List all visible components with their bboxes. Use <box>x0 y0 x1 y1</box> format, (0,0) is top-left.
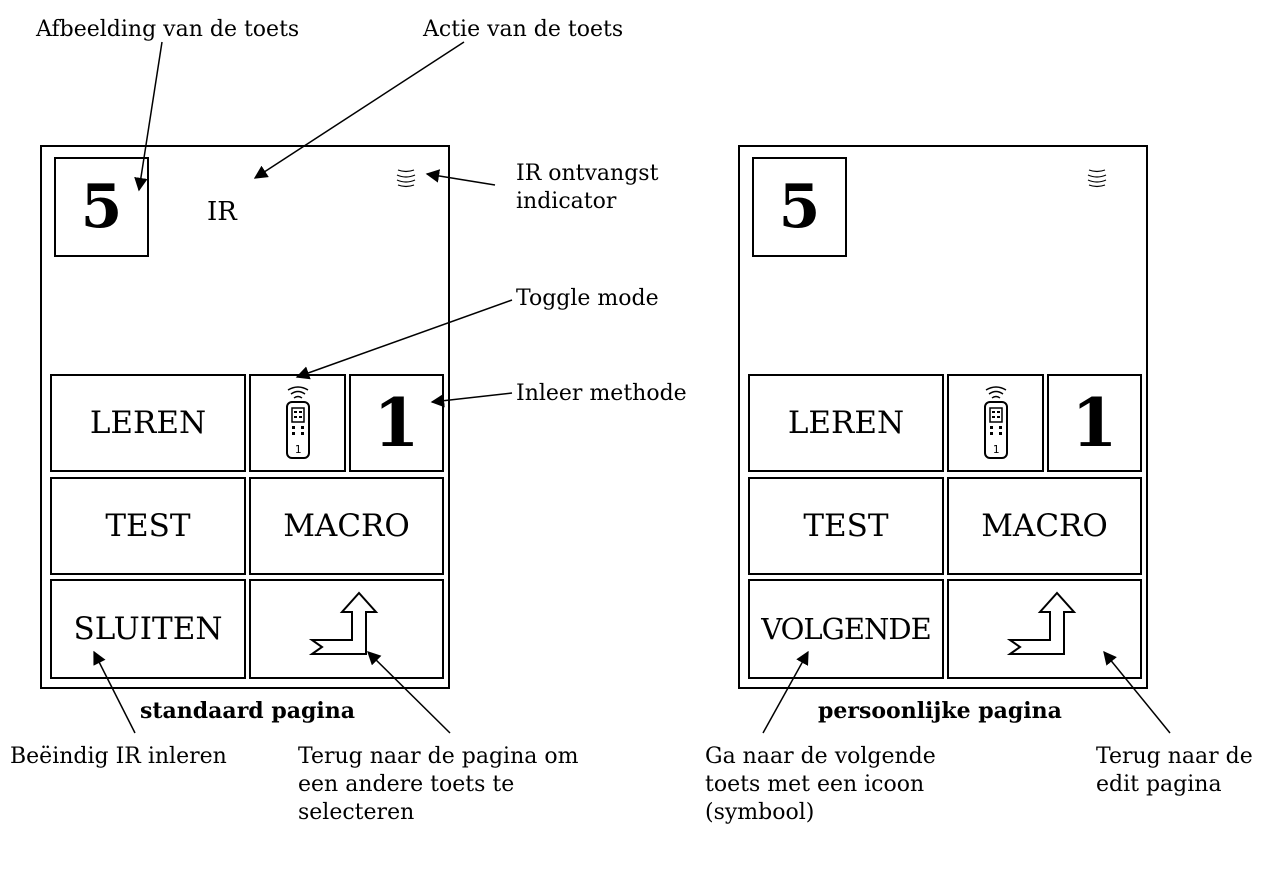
annotation-key-image: Afbeelding van de toets <box>36 17 300 42</box>
key-action-label: IR <box>207 197 237 227</box>
annotation-next-key: Ga naar de volgende toets met een icoon … <box>705 744 936 825</box>
annotation-learn-method: Inleer methode <box>516 381 687 406</box>
remote-control-icon: 1 <box>983 386 1008 459</box>
learn-method-button[interactable]: 1 <box>349 374 444 472</box>
key-image: 5 <box>752 157 847 257</box>
ir-signal-icon <box>1085 167 1107 193</box>
ir-signal-icon <box>394 167 416 193</box>
annotation-back-edit: Terug naar de edit pagina <box>1096 744 1253 797</box>
key-image: 5 <box>54 157 149 257</box>
remote-control-icon: 1 <box>285 386 310 459</box>
standard-screen-caption: standaard pagina <box>140 698 355 724</box>
next-button[interactable]: VOLGENDE <box>748 579 944 679</box>
learn-button[interactable]: LEREN <box>50 374 246 472</box>
macro-button[interactable]: MACRO <box>249 477 444 575</box>
annotation-back-page: Terug naar de pagina om een andere toets… <box>298 744 579 825</box>
test-button[interactable]: TEST <box>748 477 944 575</box>
toggle-mode-button[interactable]: 1 <box>947 374 1044 472</box>
close-button[interactable]: SLUITEN <box>50 579 246 679</box>
annotation-end-ir: Beëindig IR inleren <box>10 744 227 769</box>
back-button[interactable] <box>947 579 1142 679</box>
learn-button[interactable]: LEREN <box>748 374 944 472</box>
personal-screen: 5 LEREN 1 1 TEST MACRO VOLGENDE <box>738 145 1148 689</box>
annotation-key-action: Actie van de toets <box>423 17 624 42</box>
macro-button[interactable]: MACRO <box>947 477 1142 575</box>
svg-text:1: 1 <box>294 443 301 456</box>
toggle-mode-button[interactable]: 1 <box>249 374 346 472</box>
return-arrow-icon <box>1006 591 1076 655</box>
annotation-ir-indicator: IR ontvangst indicator <box>516 161 659 214</box>
annotation-toggle-mode: Toggle mode <box>516 286 659 311</box>
svg-text:1: 1 <box>992 443 999 456</box>
learn-method-button[interactable]: 1 <box>1047 374 1142 472</box>
test-button[interactable]: TEST <box>50 477 246 575</box>
standard-screen: 5 IR LEREN 1 1 TEST MACRO SLUITEN <box>40 145 450 689</box>
return-arrow-icon <box>308 591 378 655</box>
personal-screen-caption: persoonlijke pagina <box>818 698 1062 724</box>
back-button[interactable] <box>249 579 444 679</box>
